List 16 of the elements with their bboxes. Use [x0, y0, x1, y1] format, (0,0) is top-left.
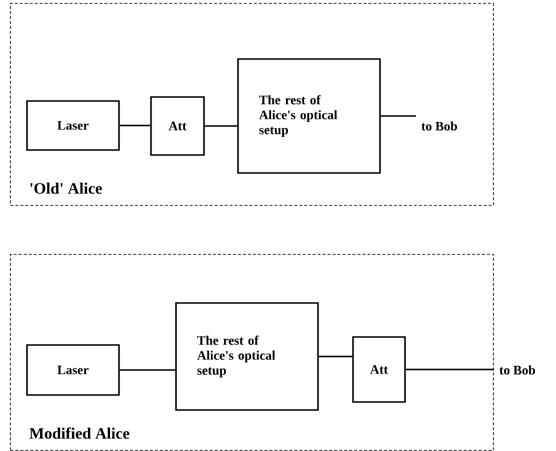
component-box: Laser: [26, 344, 120, 396]
connector-line: [120, 124, 150, 126]
component-box: The rest of Alice's optical setup: [237, 58, 381, 174]
frame-heading: Modified Alice: [29, 427, 130, 439]
component-box: Att: [352, 336, 406, 403]
connector-line: [120, 369, 176, 371]
connector-line: [204, 125, 238, 127]
component-box: The rest of Alice's optical setup: [175, 302, 319, 411]
component-box: Laser: [26, 100, 120, 151]
connector-line: [318, 356, 352, 358]
frame-heading: 'Old' Alice: [30, 182, 102, 194]
connector-line: [380, 115, 416, 117]
output-label: to Bob: [421, 121, 458, 131]
component-box: Att: [150, 96, 205, 156]
output-label: to Bob: [499, 365, 536, 375]
connector-line: [406, 368, 494, 370]
